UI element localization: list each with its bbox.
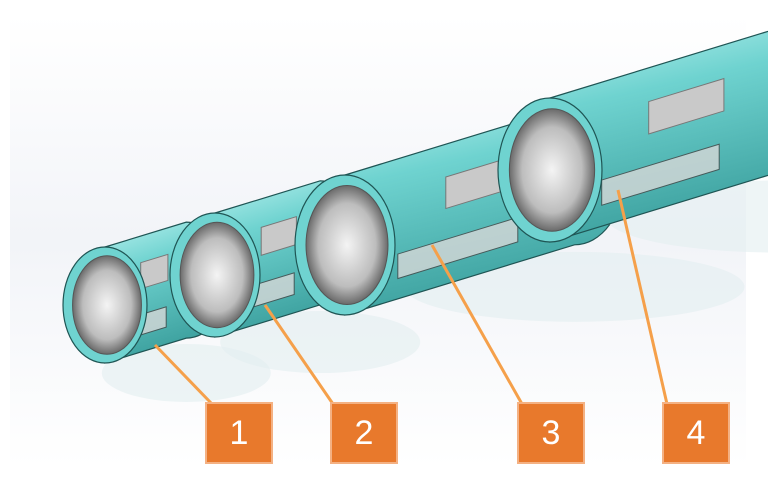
sleeve-bore <box>72 255 142 355</box>
callout-label: 3 <box>541 413 561 452</box>
reflection <box>220 311 421 374</box>
callout-label: 4 <box>686 413 706 452</box>
leader-line-1 <box>153 343 214 406</box>
callout-label: 2 <box>354 413 374 452</box>
callout-2: 2 <box>330 402 398 464</box>
sleeve-bore <box>508 108 596 232</box>
leader-line-2 <box>263 304 335 405</box>
sleeve-bore <box>305 185 389 305</box>
sleeve-bore <box>179 221 255 329</box>
leader-line-3 <box>430 244 524 405</box>
callout-3: 3 <box>517 402 585 464</box>
sleeve-4 <box>497 30 768 253</box>
callout-4: 4 <box>662 402 730 464</box>
clamp-window <box>601 143 720 206</box>
callout-1: 1 <box>205 402 273 464</box>
callout-label: 1 <box>229 413 249 452</box>
clamp-window <box>397 216 519 280</box>
product-label <box>648 77 725 135</box>
reflection <box>101 343 271 402</box>
leader-line-4 <box>616 189 669 405</box>
